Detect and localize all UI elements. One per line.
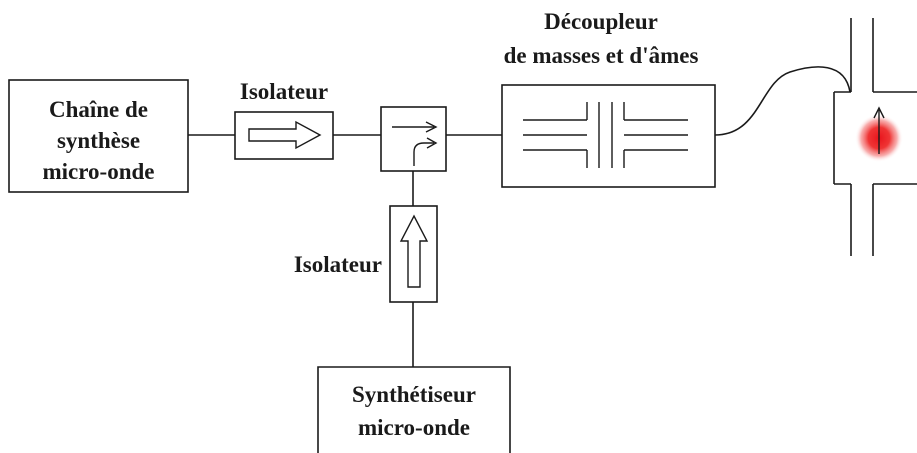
synthesizer-box xyxy=(317,366,511,453)
decoupler-label-line1: Découpleur xyxy=(544,9,658,34)
circulator-curved-arrow-head-icon xyxy=(426,137,438,149)
spin-arrow-head-icon xyxy=(873,106,885,119)
decoupler-box xyxy=(501,84,716,188)
circulator-curved-arrow-line xyxy=(413,142,434,166)
source-label-line2: synthèse xyxy=(57,128,140,153)
synth-label-line1: Synthétiseur xyxy=(352,382,476,407)
source-label-line3: micro-onde xyxy=(42,159,154,184)
decoupler-internal-lines xyxy=(523,102,688,168)
isolator-vertical-box xyxy=(389,205,438,303)
isolator-vertical-arrow-icon xyxy=(399,214,429,288)
isolator-side-label: Isolateur xyxy=(294,252,382,277)
synth-label-line2: micro-onde xyxy=(358,415,470,440)
decoupler-label-line2: de masses et d'âmes xyxy=(504,43,699,68)
source-label-line1: Chaîne de xyxy=(49,97,148,122)
circulator-straight-arrow-head-icon xyxy=(425,121,438,133)
isolator-top-label: Isolateur xyxy=(240,79,328,104)
cable-decoupler-to-cavity xyxy=(714,66,851,136)
resonant-cavity xyxy=(833,18,917,256)
microwave-chain-box xyxy=(8,79,189,193)
isolator-horizontal-box xyxy=(234,111,334,160)
isolator-horizontal-arrow-icon xyxy=(248,120,322,150)
